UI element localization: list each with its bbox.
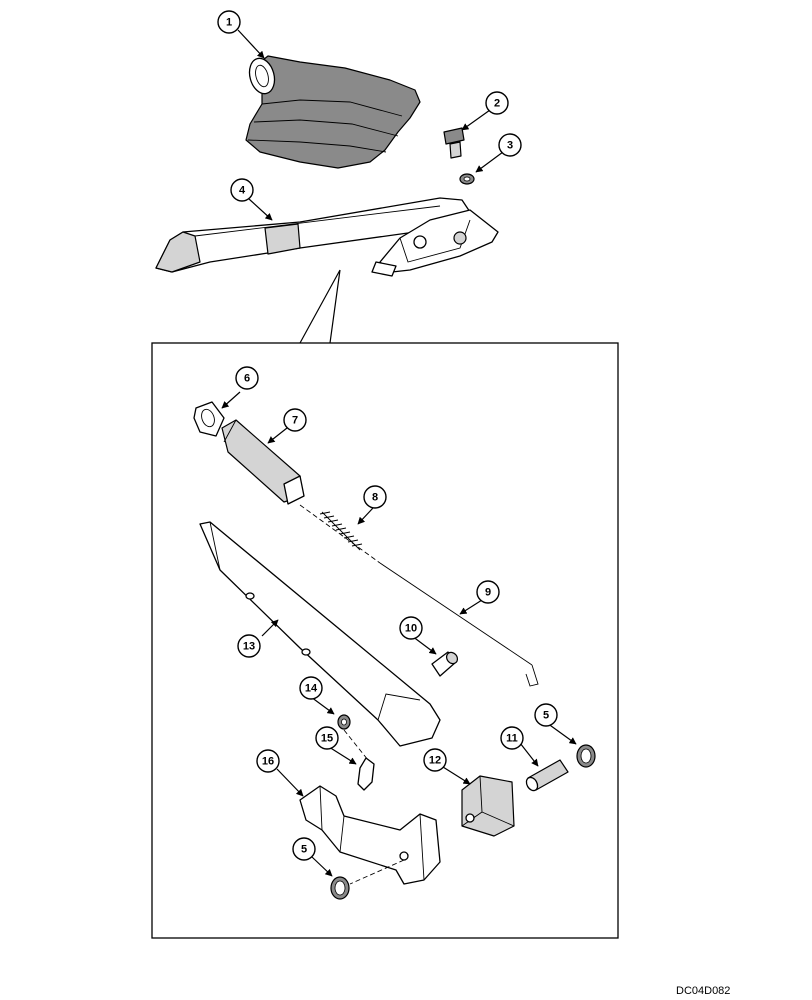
callout-circle — [256, 749, 280, 773]
detail-pointer — [299, 269, 341, 344]
callout-c1: 1 — [217, 10, 241, 34]
callout-number: 2 — [494, 98, 500, 110]
detail-frame — [151, 342, 619, 939]
callout-circle — [283, 408, 307, 432]
part-grip — [221, 419, 305, 505]
part-ring-lower — [330, 876, 350, 900]
part-washer — [459, 173, 475, 185]
leader-lines — [221, 29, 577, 877]
part-hook-clip — [343, 729, 375, 791]
callout-c13: 13 — [237, 634, 261, 658]
callout-c5b: 5 — [292, 837, 316, 861]
callout-number: 9 — [485, 587, 491, 599]
callout-circle — [235, 366, 259, 390]
callout-circle — [299, 676, 323, 700]
callout-circle — [423, 748, 447, 772]
callout-c9: 9 — [476, 580, 500, 604]
callout-number: 3 — [507, 140, 513, 152]
callout-circle — [534, 703, 558, 727]
callout-number: 13 — [243, 641, 255, 653]
callout-number: 16 — [262, 756, 274, 768]
callout-c10: 10 — [399, 616, 423, 640]
part-ring-upper — [576, 744, 596, 768]
callout-number: 4 — [239, 185, 246, 197]
callout-number: 10 — [405, 623, 417, 635]
part-spring — [319, 511, 363, 551]
callout-number: 5 — [543, 710, 549, 722]
callout-number: 5 — [301, 844, 307, 856]
callout-c11: 11 — [500, 726, 524, 750]
callout-number: 14 — [305, 683, 318, 695]
callout-circle — [217, 10, 241, 34]
callout-number: 1 — [226, 17, 232, 29]
callout-number: 8 — [372, 492, 378, 504]
drawing-code: DC04D082 — [676, 985, 731, 997]
part-boot — [245, 55, 421, 169]
callout-c6: 6 — [235, 366, 259, 390]
part-base-bracket — [299, 785, 441, 885]
callout-circle — [315, 726, 339, 750]
callout-c5a: 5 — [534, 703, 558, 727]
callout-c16: 16 — [256, 749, 280, 773]
callout-circle — [237, 634, 261, 658]
callout-number: 7 — [292, 415, 298, 427]
callout-number: 12 — [429, 755, 441, 767]
callout-number: 15 — [321, 733, 333, 745]
callout-circle — [476, 580, 500, 604]
callout-c12: 12 — [423, 748, 447, 772]
part-block — [461, 775, 515, 837]
callout-circle — [292, 837, 316, 861]
callout-circle — [230, 178, 254, 202]
part-pin — [431, 651, 459, 677]
part-pivot-pin — [525, 759, 569, 792]
callout-circle — [500, 726, 524, 750]
callout-number: 11 — [506, 733, 518, 745]
callout-c3: 3 — [498, 133, 522, 157]
callout-circle — [485, 91, 509, 115]
part-end-cap — [193, 401, 225, 437]
callout-circle — [399, 616, 423, 640]
callout-c8: 8 — [363, 485, 387, 509]
part-bolt — [443, 127, 465, 159]
callout-circle — [363, 485, 387, 509]
part-lever-arm — [199, 521, 441, 747]
callout-c7: 7 — [283, 408, 307, 432]
callout-c2: 2 — [485, 91, 509, 115]
callout-number: 6 — [244, 373, 250, 385]
callout-c14: 14 — [299, 676, 323, 700]
part-small-washer — [337, 714, 351, 730]
part-rod — [299, 504, 539, 687]
part-lever-assembly — [155, 197, 499, 277]
callout-circle — [498, 133, 522, 157]
callout-c15: 15 — [315, 726, 339, 750]
callout-c4: 4 — [230, 178, 254, 202]
